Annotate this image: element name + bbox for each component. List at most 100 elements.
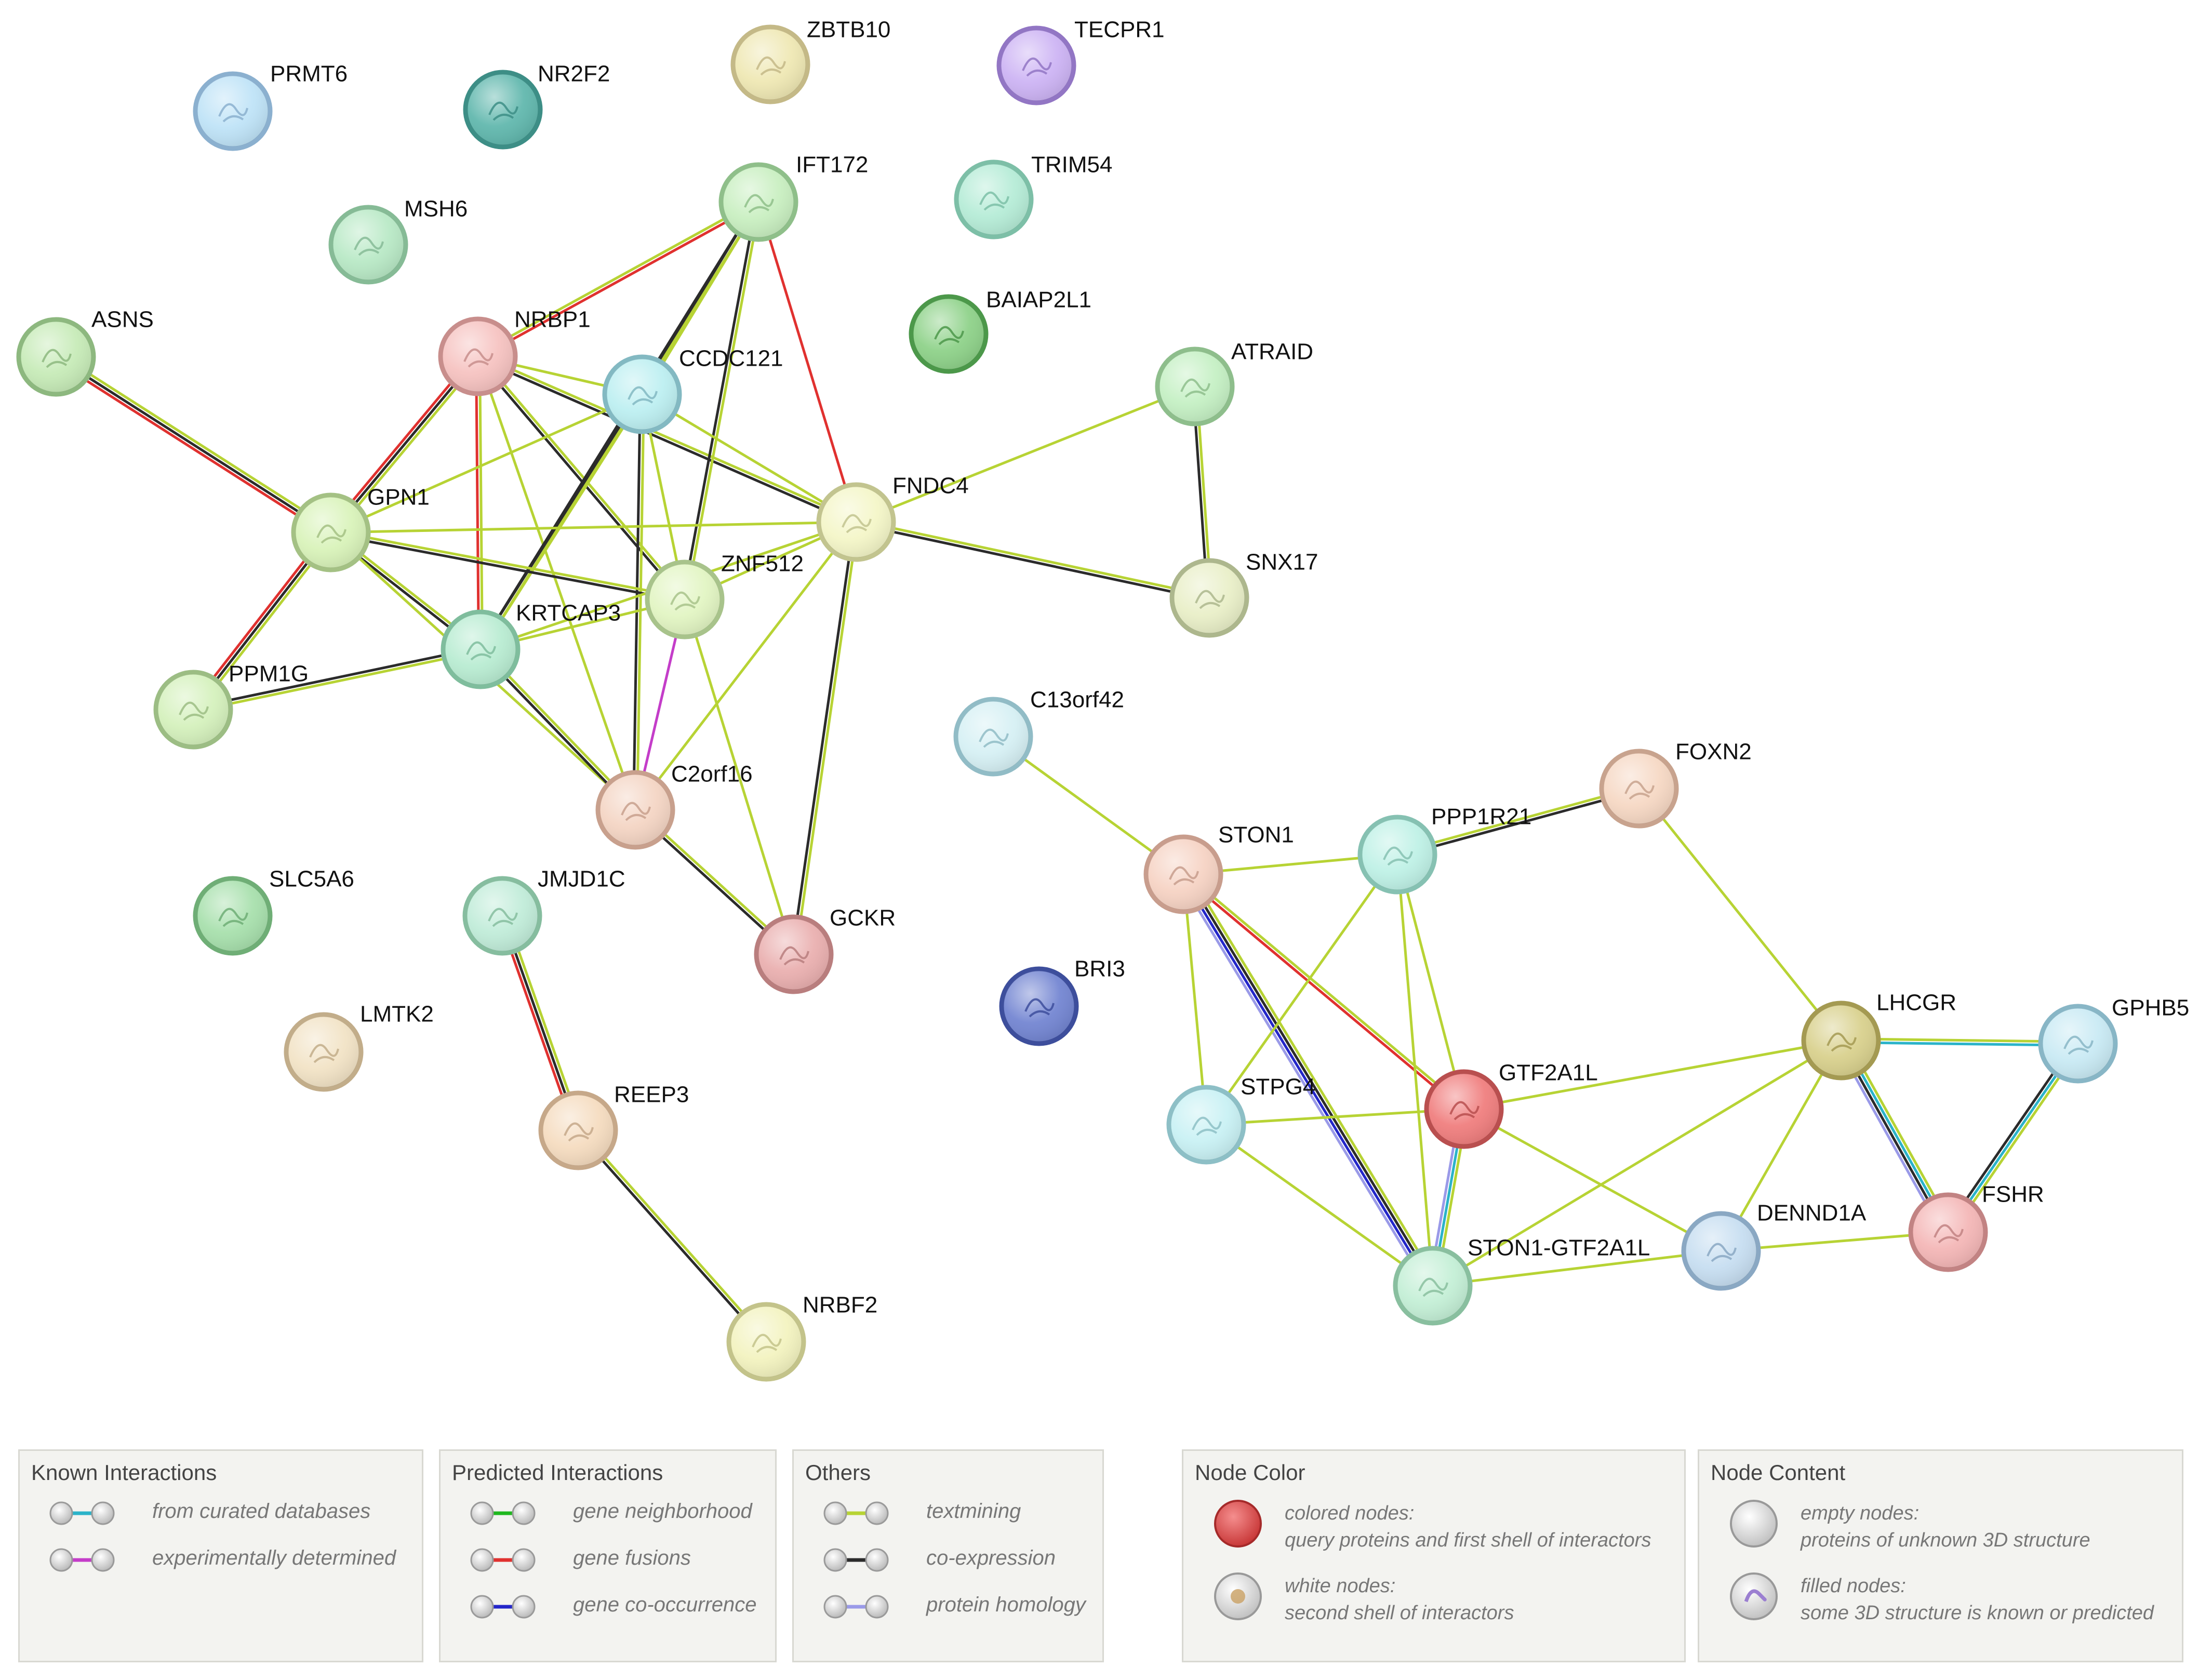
protein-structure-icon [564,1122,594,1142]
node-KRTCAP3[interactable] [441,609,521,689]
edge-KRTCAP3-PPM1G-textmining[interactable] [192,649,483,713]
node-NRBF2[interactable] [726,1302,806,1382]
node-NRBP1[interactable] [438,316,518,396]
edge-CCDC121-C2orf16-textmining[interactable] [635,393,645,811]
edge-LHCGR-STON1-GTF2A1L-textmining[interactable] [1431,1039,1843,1287]
node-PRMT6[interactable] [193,71,273,151]
edge-FNDC4-GCKR-textmining[interactable] [794,521,859,956]
edge-NRBP1-ZNF512-textmining[interactable] [478,354,688,600]
protein-structure-icon [1418,1277,1448,1297]
node-STPG4[interactable] [1166,1085,1246,1165]
edge-STON1-STPG4-textmining[interactable] [1182,873,1208,1126]
node-GPHB5[interactable] [2038,1004,2118,1084]
edge-FNDC4-SNX17-coexpression[interactable] [854,522,1210,601]
edge-DENND1A-STON1-GTF2A1L-textmining[interactable] [1431,1249,1723,1287]
node-LMTK2[interactable] [284,1012,364,1092]
edge-PPP1R21-GTF2A1L-textmining[interactable] [1396,853,1465,1111]
node-BRI3[interactable] [999,966,1079,1046]
node-label-PPM1G: PPM1G [229,661,309,687]
edge-GPN1-ZNF512-coexpression[interactable] [329,532,686,603]
edge-IFT172-ZNF512-textmining[interactable] [685,201,762,602]
edge-PPP1R21-FOXN2-coexpression[interactable] [1396,789,1641,858]
node-LHCGR[interactable] [1801,1001,1881,1081]
node-BAIAP2L1[interactable] [909,294,989,374]
edge-NRBP1-FNDC4-coexpression[interactable] [476,356,857,525]
node-C13orf42[interactable] [953,697,1033,777]
node-label-REEP3: REEP3 [614,1082,689,1108]
node-STON1-GTF2A1L[interactable] [1393,1246,1473,1326]
edge-CCDC121-C2orf16-coexpression[interactable] [632,393,642,811]
edge-REEP3-NRBF2-coexpression[interactable] [575,1130,766,1344]
node-ATRAID[interactable] [1155,346,1235,426]
edge-NRBP1-ZNF512-coexpression[interactable] [475,356,685,602]
node-ASNS[interactable] [16,317,96,397]
edge-IFT172-FNDC4-fusion[interactable] [757,201,858,524]
edge-NRBP1-C2orf16-textmining[interactable] [476,355,637,811]
node-PPM1G[interactable] [153,670,233,750]
edge-ASNS-GPN1-fusion[interactable] [52,358,330,537]
edge-NRBP1-KRTCAP3-textmining[interactable] [478,355,484,651]
edge-STON1-STON1-GTF2A1L-cooccurrence[interactable] [1180,874,1433,1288]
edge-ASNS-GPN1-textmining[interactable] [57,352,335,531]
node-C2orf16[interactable] [595,770,675,850]
edge-ASNS-GPN1-coexpression[interactable] [55,355,332,534]
node-MSH6[interactable] [328,205,408,285]
node-TRIM54[interactable] [954,159,1034,239]
node-JMJD1C[interactable] [462,876,542,956]
edge-GTF2A1L-LHCGR-textmining[interactable] [1462,1039,1843,1111]
protein-structure-icon [1827,1032,1857,1052]
node-GTF2A1L[interactable] [1424,1069,1504,1149]
edge-STON1-STON1-GTF2A1L-textmining[interactable] [1187,870,1439,1285]
edge-STON1-STON1-GTF2A1L-coexpression[interactable] [1183,872,1436,1286]
edge-LHCGR-DENND1A-textmining[interactable] [1720,1039,1843,1252]
edge-NRBP1-IFT172-fusion[interactable] [477,202,761,359]
node-FOXN2[interactable] [1599,749,1679,829]
node-DENND1A[interactable] [1681,1211,1761,1291]
node-GCKR[interactable] [754,914,834,994]
edge-PPP1R21-FOXN2-textmining[interactable] [1395,785,1640,855]
node-ZBTB10[interactable] [730,24,810,104]
edge-KRTCAP3-PPM1G-coexpression[interactable] [191,646,482,710]
node-IFT172[interactable] [718,162,798,242]
edge-FNDC4-ATRAID-textmining[interactable] [855,385,1196,524]
node-NR2F2[interactable] [463,70,543,150]
edge-NRBP1-FNDC4-textmining[interactable] [477,353,858,522]
edge-IFT172-ZNF512-coexpression[interactable] [682,200,758,601]
edge-NRBP1-KRTCAP3-fusion[interactable] [475,355,481,651]
node-TECPR1[interactable] [996,25,1076,105]
node-ZNF512[interactable] [645,559,725,639]
edge-FNDC4-C2orf16-textmining[interactable] [634,521,858,811]
node-FNDC4[interactable] [816,482,896,562]
edge-FOXN2-LHCGR-textmining[interactable] [1637,787,1843,1042]
node-GPN1[interactable] [291,492,371,572]
edge-GPN1-FNDC4-textmining[interactable] [329,521,858,534]
edge-FNDC4-GCKR-coexpression[interactable] [791,521,856,956]
edge-STON1-GTF2A1L-textmining[interactable] [1183,871,1467,1109]
node-SLC5A6[interactable] [193,876,273,956]
edge-CCDC121-KRTCAP3-coexpression[interactable] [477,392,642,650]
edge-REEP3-NRBF2-textmining[interactable] [578,1128,769,1342]
edge-PPP1R21-STPG4-textmining[interactable] [1205,853,1399,1126]
edge-CCDC121-GPN1-textmining[interactable] [329,393,644,534]
edge-STON1-GTF2A1L-fusion[interactable] [1181,874,1464,1112]
node-SNX17[interactable] [1169,558,1249,638]
edge-STPG4-STON1-GTF2A1L-textmining[interactable] [1205,1123,1434,1287]
edge-NRBP1-IFT172-textmining[interactable] [475,199,759,356]
edge-GTF2A1L-DENND1A-textmining[interactable] [1462,1108,1723,1252]
node-REEP3[interactable] [538,1090,618,1170]
edge-STPG4-GTF2A1L-textmining[interactable] [1205,1108,1465,1126]
node-CCDC121[interactable] [602,354,682,434]
node-FSHR[interactable] [1908,1192,1988,1272]
node-STON1[interactable] [1143,834,1223,914]
edge-swatch-icon [823,1548,889,1572]
edge-CCDC121-FNDC4-textmining[interactable] [641,393,858,524]
edge-STON1-STON1-GTF2A1L-homology[interactable] [1177,875,1430,1290]
edge-FNDC4-SNX17-textmining[interactable] [855,519,1211,598]
edge-CCDC121-KRTCAP3-textmining[interactable] [481,394,645,652]
edge-ZNF512-GCKR-textmining[interactable] [683,598,795,956]
node-label-ZNF512: ZNF512 [721,551,804,577]
edge-PPP1R21-STON1-GTF2A1L-textmining[interactable] [1396,853,1434,1287]
edge-GPN1-ZNF512-textmining[interactable] [330,529,687,599]
protein-structure-icon [354,236,384,256]
node-PPP1R21[interactable] [1357,815,1437,895]
